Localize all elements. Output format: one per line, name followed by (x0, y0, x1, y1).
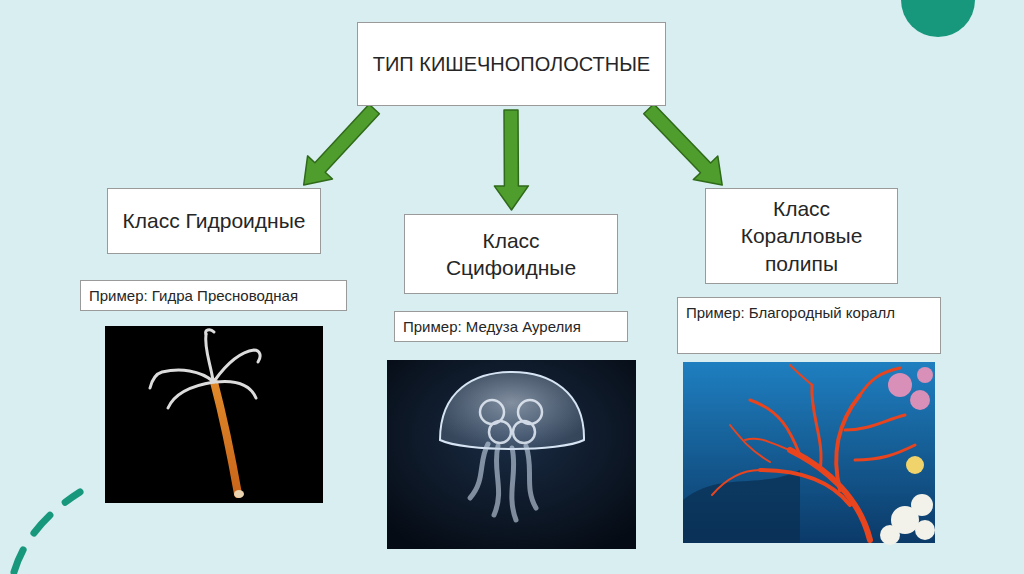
example-box: Пример: Медуза Аурелия (394, 311, 628, 342)
decor-circle (901, 0, 975, 37)
decor-dashes (14, 492, 80, 572)
node-text: Класс Гидроидные (118, 207, 310, 234)
block-arrow (494, 110, 528, 210)
block-arrow (644, 104, 723, 185)
type-box: ТИП КИШЕЧНОПОЛОСТНЫЕ (357, 22, 666, 106)
block-arrow (304, 104, 380, 185)
node-text: Пример: Благородный коралл (686, 303, 932, 323)
node-text: Класс Коралловые полипы (716, 195, 887, 277)
coral-picture (683, 362, 935, 545)
node-text: Класс Сцифоидные (415, 227, 607, 282)
class-box: Класс Сцифоидные (404, 214, 618, 294)
node-text: Пример: Медуза Аурелия (403, 317, 619, 337)
node-text: Пример: Гидра Пресноводная (89, 286, 338, 306)
class-box: Класс Гидроидные (107, 188, 321, 254)
hydra-picture (105, 326, 323, 503)
node-text: ТИП КИШЕЧНОПОЛОСТНЫЕ (368, 51, 655, 77)
example-box: Пример: Гидра Пресноводная (80, 280, 347, 311)
jellyfish-picture (387, 360, 636, 549)
example-box: Пример: Благородный коралл (677, 297, 941, 354)
class-box: Класс Коралловые полипы (705, 188, 898, 284)
